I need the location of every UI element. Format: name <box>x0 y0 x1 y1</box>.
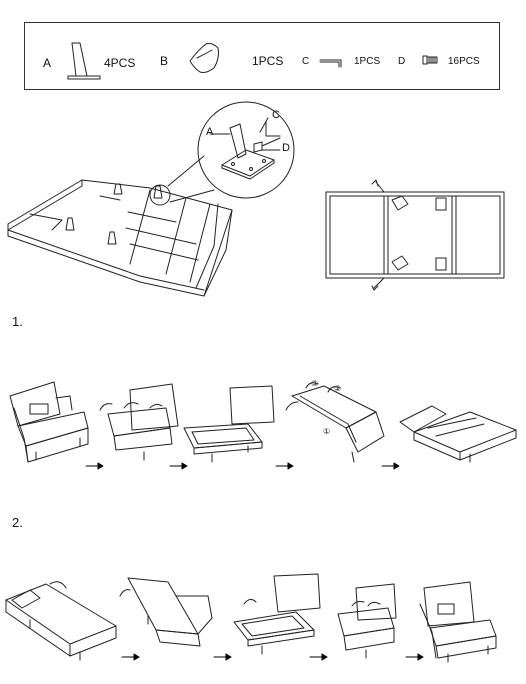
step2-arrows <box>121 653 424 661</box>
part-d-quantity: 16PCS <box>448 56 480 67</box>
step2-sofa-4 <box>337 583 397 659</box>
step1-arrows <box>85 462 400 470</box>
step-1-number: 1. <box>12 314 23 329</box>
leg-icon <box>67 42 101 80</box>
step2-sofa-2 <box>119 577 213 647</box>
step2-sofa-1 <box>5 581 117 661</box>
pillow-icon <box>189 43 219 73</box>
marker-3: ③ <box>311 379 319 388</box>
marker-2: ② <box>334 384 342 393</box>
wrench-icon <box>319 59 342 68</box>
detail-label-c: C <box>272 109 280 121</box>
step1-sofa-4 <box>285 382 385 463</box>
part-b-letter: B <box>160 54 169 68</box>
frame-top-view <box>325 179 505 291</box>
detail-label-d: D <box>282 142 290 154</box>
part-a-letter: A <box>43 56 52 70</box>
detail-label-a: A <box>206 126 214 138</box>
leg-detail-magnified <box>167 101 295 203</box>
step1-sofa-5 <box>399 405 517 463</box>
part-b-quantity: 1PCS <box>252 54 284 68</box>
part-c-quantity: 1PCS <box>354 56 381 67</box>
parts-list-box <box>24 22 500 90</box>
part-c-letter: C <box>302 56 310 67</box>
step1-sofa-3 <box>183 385 275 463</box>
part-d-letter: D <box>398 56 406 67</box>
screw-icon <box>422 55 438 65</box>
part-a-quantity: 4PCS <box>104 56 136 70</box>
step2-sofa-3 <box>233 573 321 655</box>
sofa-underside-illustration <box>7 179 233 297</box>
step1-sofa-1 <box>9 381 89 463</box>
step2-sofa-5 <box>419 581 497 663</box>
step-2-number: 2. <box>12 515 23 530</box>
step1-sofa-2 <box>99 383 179 461</box>
marker-1: ① <box>323 427 331 436</box>
